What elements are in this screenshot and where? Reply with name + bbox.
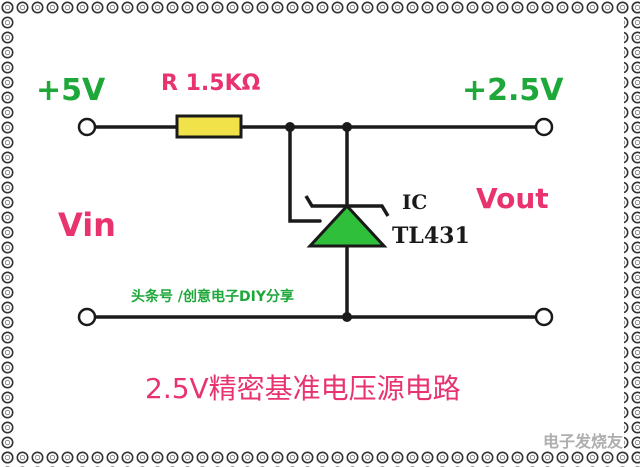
label-vin: Vin [58, 206, 116, 244]
label-vout: Vout [476, 182, 549, 215]
label-vout-plus: +2.5V [462, 73, 564, 108]
label-resistor: R 1.5KΩ [161, 71, 261, 96]
label-ic-part: TL431 [392, 223, 470, 249]
junction-dots [285, 122, 352, 322]
tl431-triangle [306, 203, 388, 248]
label-ic: IC [402, 190, 427, 214]
resistor-symbol [175, 114, 243, 139]
watermark-logo: 电子发烧友 [543, 432, 624, 451]
junction-dot [285, 122, 295, 132]
tl431-symbol [304, 195, 390, 248]
junction-dot [342, 312, 352, 322]
terminal-vin-minus [77, 307, 97, 327]
label-source-credit: 头条号 /创意电子DIY分享 [131, 288, 294, 305]
junction-dot [342, 122, 352, 132]
terminal-vout-minus [534, 307, 554, 327]
label-vin-plus: +5V [36, 73, 106, 108]
terminal-vin-plus [77, 117, 97, 137]
diagram-title: 2.5V精密基准电压源电路 [145, 372, 461, 405]
terminals [77, 117, 554, 327]
wire-ref-feedback [288, 125, 322, 223]
terminal-vout-plus [534, 117, 554, 137]
tl431-cathode-bar [304, 195, 390, 217]
